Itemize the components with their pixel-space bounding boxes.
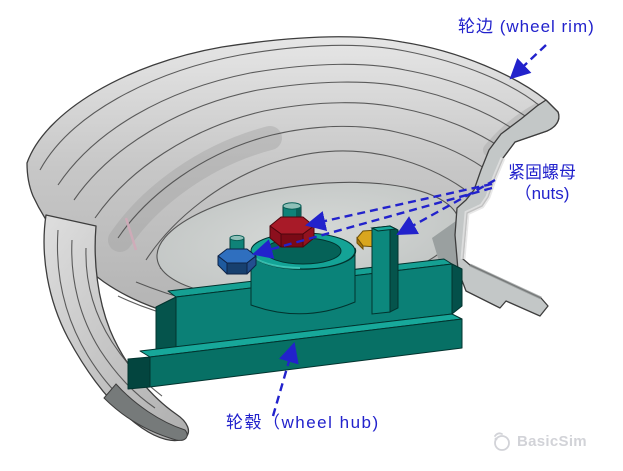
arrow-wheel-rim bbox=[509, 44, 547, 80]
label-nuts-line2: （nuts) bbox=[514, 184, 570, 203]
arrow-nut-blue bbox=[252, 186, 493, 259]
label-nuts-line1: 紧固螺母 bbox=[508, 163, 576, 182]
label-wheel-rim: 轮边 (wheel rim) bbox=[458, 17, 595, 36]
nut-red bbox=[269, 202, 315, 248]
label-nuts: 紧固螺母 （nuts) bbox=[486, 162, 598, 204]
arrow-nut-red bbox=[305, 182, 493, 231]
watermark-text: BasicSim bbox=[517, 432, 587, 450]
arrow-nut-yellow bbox=[396, 178, 496, 236]
rim-flange bbox=[43, 214, 190, 442]
hub-stud-post bbox=[370, 225, 399, 315]
nut-blue bbox=[217, 234, 257, 275]
basicsim-logo-icon bbox=[494, 432, 510, 451]
label-wheel-hub: 轮毂（wheel hub) bbox=[226, 413, 380, 432]
rim-cross-section-foot bbox=[454, 99, 560, 317]
watermark: BasicSim bbox=[492, 430, 587, 452]
